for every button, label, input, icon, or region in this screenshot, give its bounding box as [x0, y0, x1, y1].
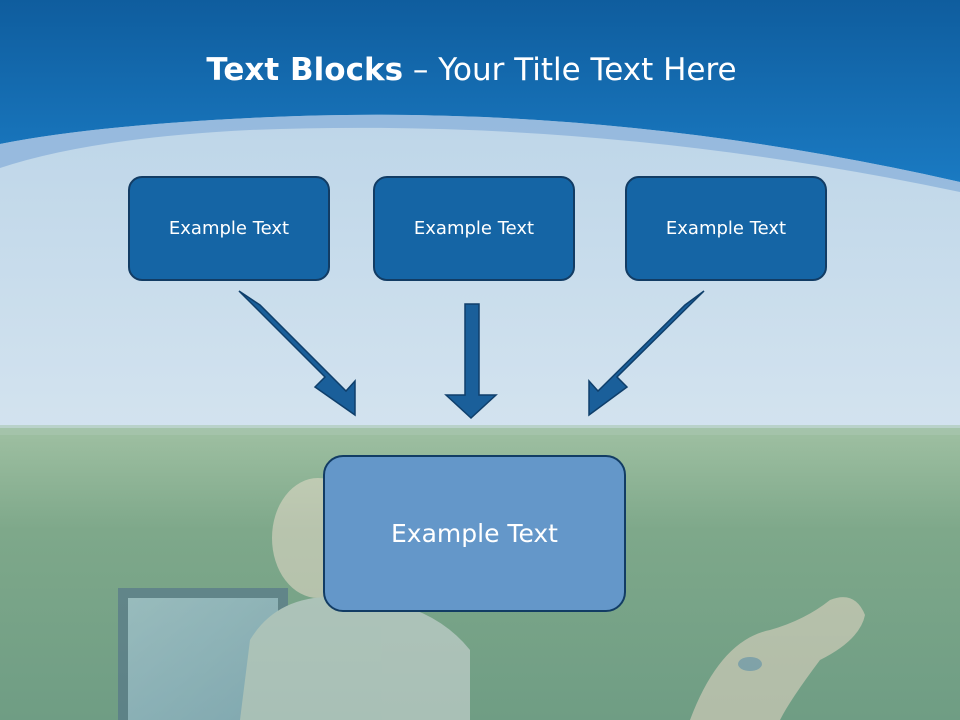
text-block-left-label: Example Text — [168, 218, 290, 239]
text-block-middle[interactable]: Example Text — [373, 176, 575, 281]
text-block-left[interactable]: Example Text — [128, 176, 330, 281]
header-swoosh — [0, 114, 960, 192]
title-dash: – — [412, 52, 429, 88]
arrow-down-icon — [444, 303, 498, 420]
arrow-down-right-icon — [238, 290, 356, 417]
arrow-down-left-icon — [588, 290, 705, 417]
title-bold: Text Blocks — [206, 52, 404, 88]
text-block-right-label: Example Text — [665, 218, 787, 239]
header-band — [0, 0, 960, 182]
text-block-middle-label: Example Text — [413, 218, 535, 239]
text-block-right[interactable]: Example Text — [625, 176, 827, 281]
text-block-center-label: Example Text — [391, 519, 558, 548]
title-rest: Your Title Text Here — [438, 52, 737, 88]
slide-title: Text Blocks – Your Title Text Here — [0, 52, 943, 88]
text-block-center[interactable]: Example Text — [323, 455, 626, 612]
